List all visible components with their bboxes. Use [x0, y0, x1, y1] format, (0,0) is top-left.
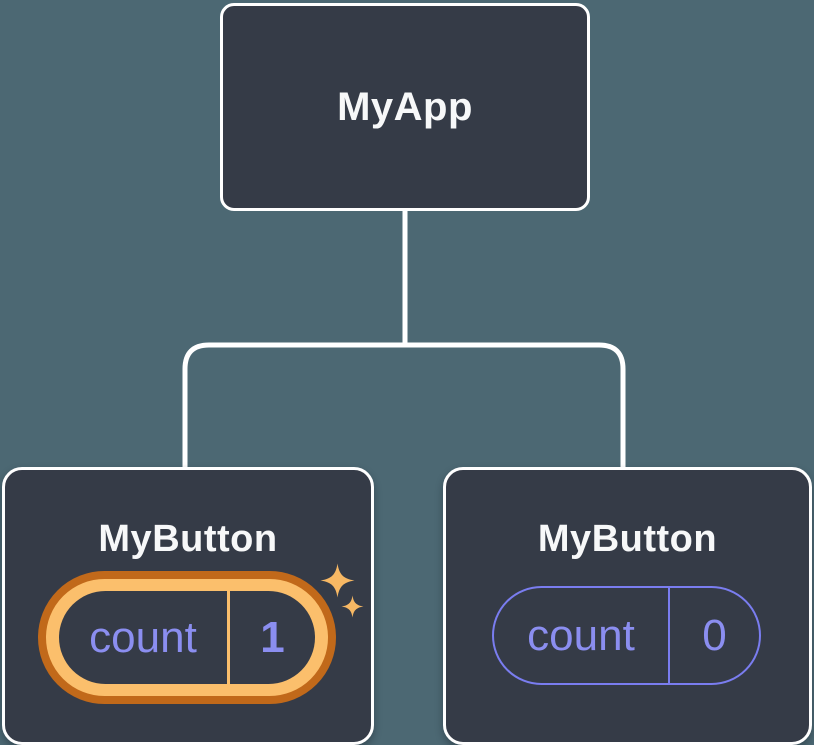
- node-myapp: MyApp: [220, 3, 590, 211]
- node-myapp-title: MyApp: [337, 84, 473, 129]
- node-mybutton-right-title: MyButton: [537, 518, 718, 560]
- state-pill-plain: count 0: [492, 586, 761, 685]
- state-value-cell: 0: [668, 588, 759, 683]
- state-label: count: [527, 610, 635, 660]
- node-mybutton-right: MyButton count 0: [443, 467, 812, 745]
- state-pill-highlighted: count 1: [38, 571, 336, 704]
- state-value-cell: 1: [227, 591, 315, 684]
- node-mybutton-left: MyButton count 1: [2, 467, 374, 745]
- state-pill-inner: count 1: [59, 591, 315, 684]
- state-value: 0: [702, 610, 727, 660]
- state-value: 1: [260, 612, 285, 662]
- node-mybutton-left-title: MyButton: [98, 518, 278, 560]
- state-label: count: [89, 612, 197, 662]
- state-label-cell: count: [59, 591, 227, 684]
- sparkle-icon: [320, 563, 364, 618]
- state-label-cell: count: [494, 588, 668, 683]
